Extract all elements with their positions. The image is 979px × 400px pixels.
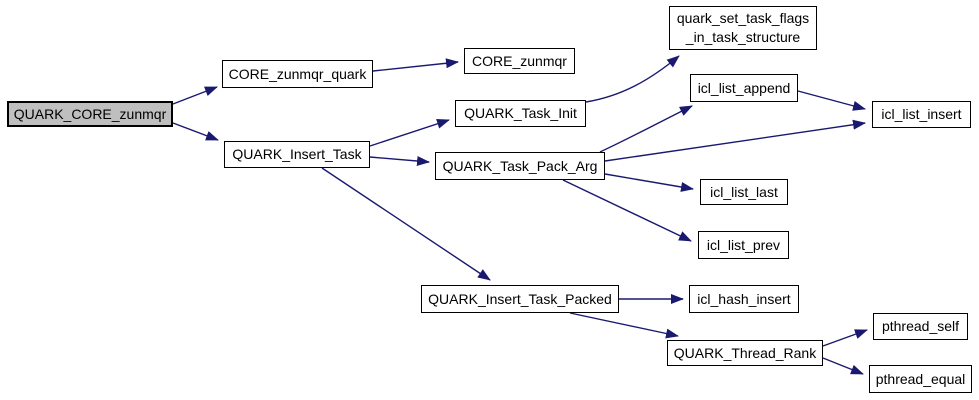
edge-quark-task-init-to-quark-set-task-flags-in-task-structure xyxy=(585,55,680,103)
edge-quark-task-pack-arg-to-icl-list-append xyxy=(599,105,693,153)
node-label: icl_list_prev xyxy=(706,236,781,253)
node-core-zunmqr[interactable]: CORE_zunmqr xyxy=(464,48,575,74)
node-label: pthread_equal xyxy=(875,370,966,387)
edge-icl-list-append-to-icl-list-insert xyxy=(797,90,866,111)
edge-quark-insert-task-to-quark-insert-task-packed xyxy=(321,167,491,281)
edge-quark-insert-task-to-quark-task-pack-arg xyxy=(369,156,430,166)
node-label: QUARK_Insert_Task xyxy=(232,146,362,162)
node-quark-thread-rank[interactable]: QUARK_Thread_Rank xyxy=(667,340,823,366)
edge-quark-insert-task-to-quark-task-init xyxy=(369,119,450,147)
node-quark-set-task-flags-in-task-structure[interactable]: quark_set_task_flags _in_task_structure xyxy=(669,6,817,50)
edge-core-zunmqr-quark-to-core-zunmqr xyxy=(372,58,459,72)
node-label: CORE_zunmqr_quark xyxy=(228,65,367,82)
node-label: QUARK_Insert_Task_Packed xyxy=(428,290,612,307)
node-icl-list-append[interactable]: icl_list_append xyxy=(690,74,798,102)
node-quark-task-pack-arg[interactable]: QUARK_Task_Pack_Arg xyxy=(435,152,605,180)
node-pthread-equal[interactable]: pthread_equal xyxy=(869,365,972,393)
node-icl-hash-insert[interactable]: icl_hash_insert xyxy=(689,285,799,313)
node-icl-list-insert[interactable]: icl_list_insert xyxy=(872,101,971,128)
node-icl-list-last[interactable]: icl_list_last xyxy=(700,179,788,205)
node-quark-insert-task-packed[interactable]: QUARK_Insert_Task_Packed xyxy=(421,285,619,313)
node-quark-insert-task[interactable]: QUARK_Insert_Task xyxy=(224,141,370,168)
node-label: QUARK_Task_Pack_Arg xyxy=(442,157,598,174)
node-quark-core-zunmqr[interactable]: QUARK_CORE_zunmqr xyxy=(7,101,173,127)
edge-quark-task-pack-arg-to-icl-list-last xyxy=(604,173,694,192)
edge-quark-thread-rank-to-pthread-self xyxy=(822,329,868,347)
node-pthread-self[interactable]: pthread_self xyxy=(873,313,968,340)
node-label: quark_set_task_flags xyxy=(676,10,810,26)
edge-quark-core-zunmqr-to-quark-insert-task xyxy=(172,122,219,141)
node-label: pthread_self xyxy=(881,318,960,334)
node-label: icl_list_last xyxy=(710,183,778,200)
edge-quark-thread-rank-to-pthread-equal xyxy=(822,357,864,375)
node-quark-task-init[interactable]: QUARK_Task_Init xyxy=(455,100,586,127)
edge-quark-core-zunmqr-to-core-zunmqr-quark xyxy=(172,86,218,105)
node-label: CORE_zunmqr xyxy=(472,52,567,69)
node-label: QUARK_Task_Init xyxy=(464,105,577,121)
node-label: _in_task_structure xyxy=(685,29,801,45)
node-label: icl_list_insert xyxy=(881,106,962,122)
edge-quark-task-pack-arg-to-icl-list-prev xyxy=(562,179,692,242)
edge-quark-task-pack-arg-to-icl-list-insert xyxy=(604,119,866,162)
node-label: QUARK_Thread_Rank xyxy=(673,344,817,361)
edge-quark-insert-task-packed-to-quark-thread-rank xyxy=(569,312,679,339)
node-label: icl_hash_insert xyxy=(697,290,791,307)
node-label: QUARK_CORE_zunmqr xyxy=(13,105,167,122)
node-label: icl_list_append xyxy=(697,79,791,96)
node-core-zunmqr-quark[interactable]: CORE_zunmqr_quark xyxy=(222,60,373,88)
node-icl-list-prev[interactable]: icl_list_prev xyxy=(698,231,789,259)
